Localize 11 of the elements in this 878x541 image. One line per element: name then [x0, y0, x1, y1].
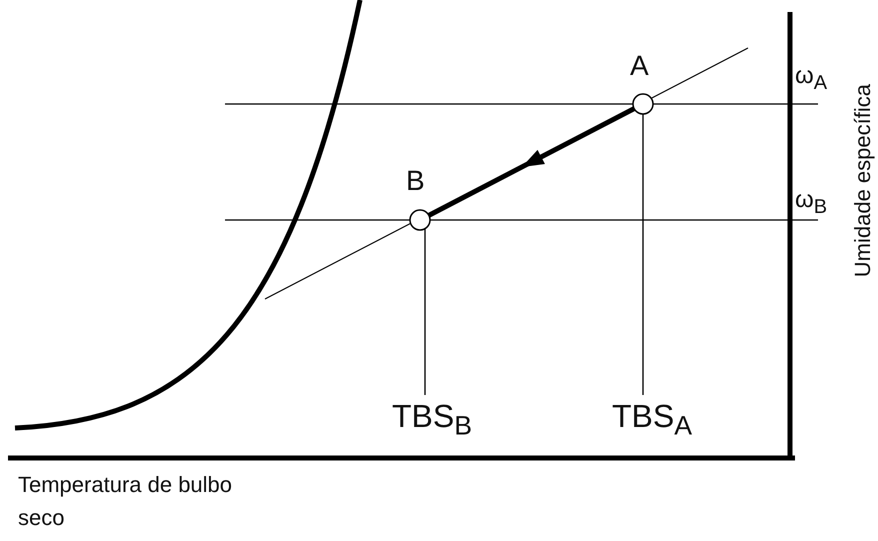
temperature-label: TBS$_{A}$: [612, 398, 692, 442]
axis-title: Umidade específica: [850, 84, 875, 277]
axis-title: Temperatura de bulbo seco: [18, 471, 234, 532]
state-point-circle: [409, 209, 431, 231]
temperature-label: TBS$_{B}$: [392, 398, 472, 442]
humidity-label: ω$_{A}$: [795, 62, 828, 95]
humidity-label: ω$_{B}$: [795, 186, 828, 219]
process-arrow: [428, 106, 636, 218]
point-label: A: [630, 50, 649, 82]
state-point-circle: [632, 93, 654, 115]
point-label: B: [406, 165, 425, 198]
